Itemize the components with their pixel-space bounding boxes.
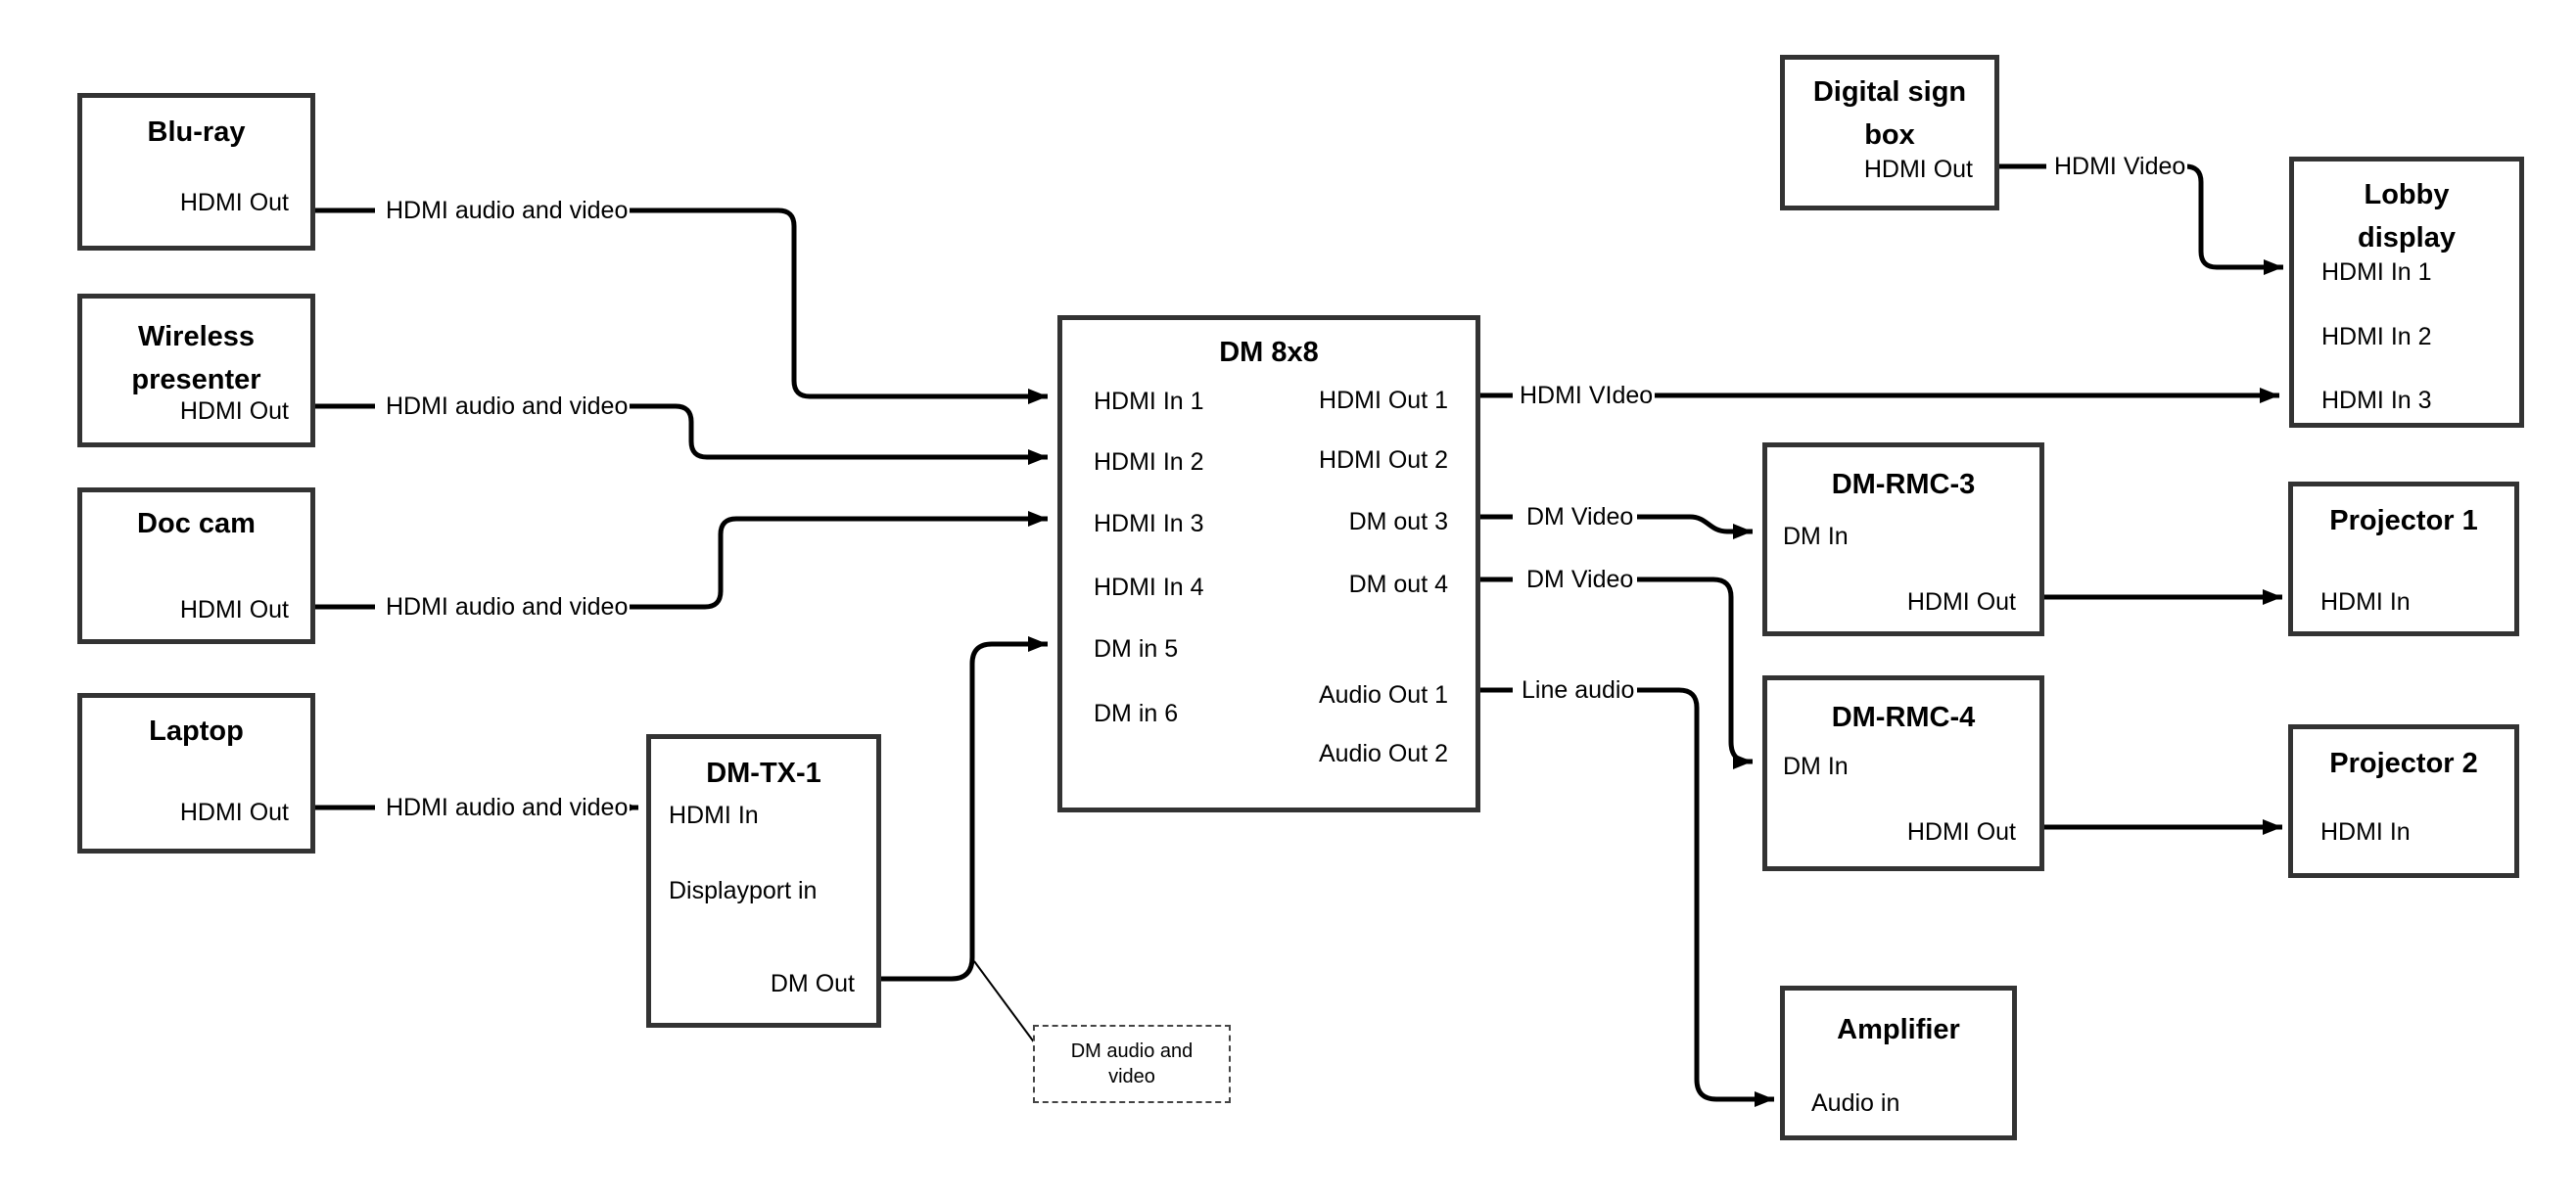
node-laptop-title: Laptop [149,716,244,747]
port-lobby-hdmi-in-2: HDMI In 2 [2321,323,2432,350]
node-bluray: Blu-ray HDMI Out [77,93,315,251]
node-wireless-presenter: Wireless presenter HDMI Out [77,294,315,447]
wire-label-dm-video-1: DM Video [1524,502,1636,531]
port-proj2-hdmi-in: HDMI In [2320,818,2411,846]
wire-label-bluray: HDMI audio and video [384,196,631,225]
node-digitalsign-title: Digital sign box [1812,76,1967,151]
port-rmc4-hdmi-out: HDMI Out [1906,818,2016,846]
port-lobby-hdmi-in-1: HDMI In 1 [2321,258,2432,286]
node-dmtx1-title: DM-TX-1 [706,758,821,789]
node-lobby-title: Lobby display [2358,179,2456,254]
node-bluray-title: Blu-ray [147,116,246,148]
port-dm8x8-dm-in-5: DM in 5 [1094,635,1179,663]
port-dm8x8-hdmi-in-4: HDMI In 4 [1094,574,1204,601]
node-rmc4-title: DM-RMC-4 [1831,702,1976,733]
port-dm8x8-hdmi-in-2: HDMI In 2 [1094,448,1204,476]
port-dm8x8-dm-out-4: DM out 4 [1348,571,1448,598]
node-wireless-title: Wireless presenter [131,321,261,395]
port-dm8x8-hdmi-in-1: HDMI In 1 [1094,388,1204,415]
wire-label-hdmi-video-1: HDMI VIdeo [1518,381,1656,410]
port-amplifier-audio-in: Audio in [1811,1089,1900,1117]
wire-bluray [622,208,1048,404]
annotation-text: DM audio and video [1070,1040,1194,1087]
node-dm-8x8: DM 8x8 HDMI In 1 HDMI In 2 HDMI In 3 HDM… [1057,315,1480,812]
node-proj2-title: Projector 2 [2329,748,2478,779]
port-bluray-hdmi-out: HDMI Out [179,189,289,216]
node-doc-cam: Doc cam HDMI Out [77,487,315,644]
node-projector-2: Projector 2 HDMI In [2288,724,2519,878]
wire-dmout4 [1637,577,1753,769]
node-rmc3-title: DM-RMC-3 [1831,469,1976,500]
port-dmtx1-dm-out: DM Out [770,970,855,997]
wire-audioout1 [1637,687,1774,1107]
wire-label-hdmi-video-2: HDMI Video [2052,152,2188,181]
wire-label-dm-video-2: DM Video [1524,565,1636,594]
node-dm-rmc-3: DM-RMC-3 DM In HDMI Out [1762,442,2044,636]
port-laptop-hdmi-out: HDMI Out [179,799,289,826]
note-leader-line [973,960,1036,1044]
wire-dmout3 [1637,514,1753,539]
wire-dmtx1 [881,636,1048,982]
wire-wireless [622,403,1048,465]
port-dmtx1-displayport-in: Displayport in [669,877,818,904]
port-dm8x8-hdmi-out-2: HDMI Out 2 [1319,446,1448,474]
node-digital-sign-box: Digital sign box HDMI Out [1780,55,1999,210]
wire-sign [2176,163,2283,275]
node-proj1-title: Projector 1 [2329,505,2478,536]
wire-doccam [622,511,1048,610]
node-amplifier-title: Amplifier [1837,1014,1960,1045]
port-proj1-hdmi-in: HDMI In [2320,588,2411,616]
port-lobby-hdmi-in-3: HDMI In 3 [2321,387,2432,414]
port-dm8x8-hdmi-out-1: HDMI Out 1 [1319,387,1448,414]
node-doccam-title: Doc cam [137,508,256,539]
node-lobby-display: Lobby display HDMI In 1 HDMI In 2 HDMI I… [2289,157,2524,428]
port-doccam-hdmi-out: HDMI Out [179,596,289,624]
node-amplifier: Amplifier Audio in [1780,986,2017,1140]
wire-label-doccam: HDMI audio and video [384,592,631,622]
port-dm8x8-dm-in-6: DM in 6 [1094,700,1179,727]
wire-label-line-audio: Line audio [1520,675,1637,705]
node-dm8x8-title: DM 8x8 [1219,337,1319,368]
wire-label-wireless: HDMI audio and video [384,392,631,421]
annotation-dm-audio-video: DM audio and video [1033,1025,1231,1103]
port-rmc3-hdmi-out: HDMI Out [1906,588,2016,616]
port-dm8x8-audio-out-2: Audio Out 2 [1318,740,1448,767]
port-dm8x8-hdmi-in-3: HDMI In 3 [1094,510,1204,537]
node-dm-rmc-4: DM-RMC-4 DM In HDMI Out [1762,675,2044,871]
port-rmc4-dm-in: DM In [1783,753,1849,780]
port-dm8x8-dm-out-3: DM out 3 [1348,508,1448,535]
wire-label-laptop: HDMI audio and video [384,793,631,822]
port-dmtx1-hdmi-in: HDMI In [669,802,759,829]
node-projector-1: Projector 1 HDMI In [2288,482,2519,636]
port-dm8x8-audio-out-1: Audio Out 1 [1318,681,1448,709]
port-wireless-hdmi-out: HDMI Out [179,397,289,425]
port-rmc3-dm-in: DM In [1783,523,1849,550]
node-dm-tx-1: DM-TX-1 HDMI In Displayport in DM Out [646,734,881,1028]
node-laptop: Laptop HDMI Out [77,693,315,854]
port-digitalsign-hdmi-out: HDMI Out [1863,156,1973,183]
